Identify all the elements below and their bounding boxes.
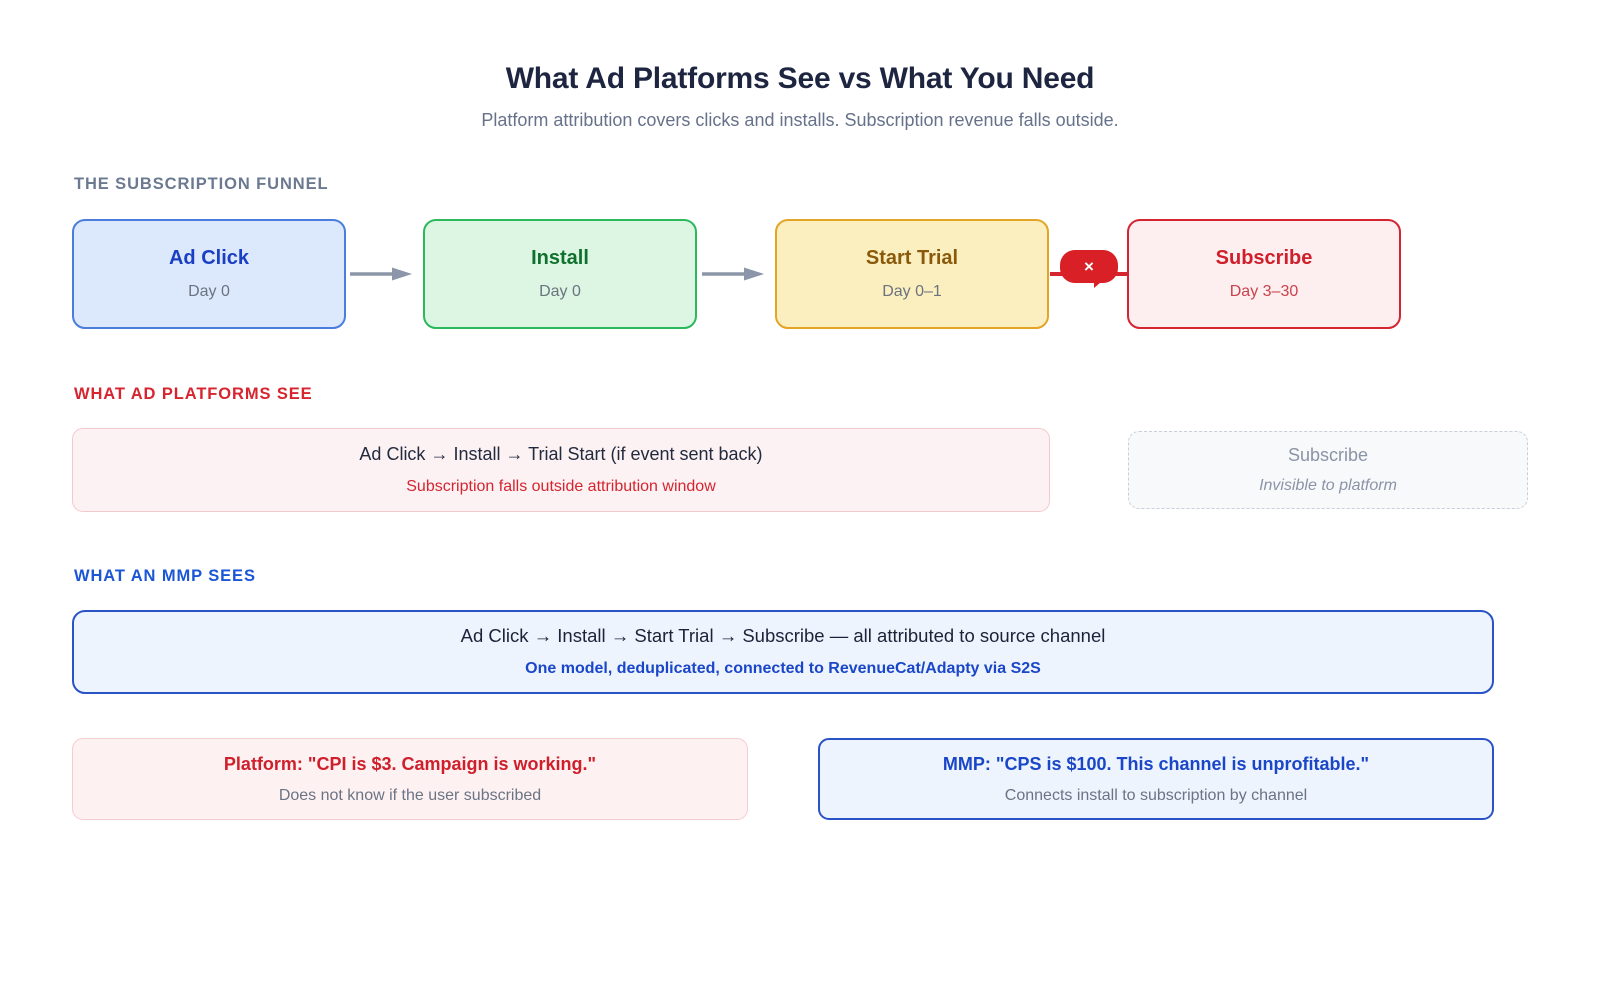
- funnel-step-title: Start Trial: [865, 247, 959, 269]
- funnel-step-title: Ad Click: [168, 247, 250, 269]
- section-label-mmp-sees: WHAT AN MMP SEES: [74, 567, 256, 585]
- funnel-step-ad-click[interactable]: Ad Click Day 0: [72, 219, 346, 329]
- funnel-step-timing: Day 0: [539, 283, 581, 300]
- platform-visible-card[interactable]: Ad Click → Install → Trial Start (if eve…: [72, 428, 1050, 512]
- platform-invisible-note: Invisible to platform: [1259, 477, 1397, 494]
- platform-visibility-row: Ad Click → Install → Trial Start (if eve…: [72, 428, 1528, 512]
- comparison-platform-headline: Platform: "CPI is $3. Campaign is workin…: [223, 753, 597, 774]
- comparison-row: Platform: "CPI is $3. Campaign is workin…: [72, 738, 1494, 820]
- platform-visible-note: Subscription falls outside attribution w…: [406, 478, 716, 495]
- mmp-chain: Ad Click → Install → Start Trial → Subsc…: [460, 624, 1106, 646]
- mmp-note: One model, deduplicated, connected to Re…: [525, 660, 1041, 678]
- funnel-step-start-trial[interactable]: Start Trial Day 0–1: [775, 219, 1049, 329]
- subscription-funnel: Ad Click Day 0 Install Day 0 Start Trial…: [72, 219, 1404, 329]
- comparison-mmp-sub: Connects install to subscription by chan…: [1004, 786, 1308, 804]
- arrow-right-icon: [702, 267, 764, 281]
- funnel-step-timing: Day 0–1: [882, 283, 942, 300]
- x-glyph: ×: [1084, 256, 1094, 276]
- section-label-platform-sees: WHAT AD PLATFORMS SEE: [74, 385, 313, 403]
- platform-invisible-card[interactable]: Subscribe Invisible to platform: [1128, 431, 1528, 509]
- funnel-step-title: Subscribe: [1215, 247, 1313, 269]
- page-subtitle: Platform attribution covers clicks and i…: [481, 110, 1119, 130]
- page-title: What Ad Platforms See vs What You Need: [505, 62, 1095, 95]
- mmp-card[interactable]: Ad Click → Install → Start Trial → Subsc…: [72, 610, 1494, 694]
- funnel-step-title: Install: [531, 247, 589, 269]
- funnel-step-timing: Day 3–30: [1229, 283, 1299, 300]
- platform-invisible-title: Subscribe: [1287, 445, 1369, 465]
- arrow-right-icon: [350, 267, 412, 281]
- comparison-mmp-headline: MMP: "CPS is $100. This channel is unpro…: [942, 753, 1370, 774]
- funnel-step-timing: Day 0: [188, 283, 230, 300]
- funnel-step-subscribe[interactable]: Subscribe Day 3–30: [1127, 219, 1401, 329]
- comparison-card-mmp[interactable]: MMP: "CPS is $100. This channel is unpro…: [818, 738, 1494, 820]
- comparison-platform-sub: Does not know if the user subscribed: [278, 786, 542, 804]
- funnel-step-install[interactable]: Install Day 0: [423, 219, 697, 329]
- header: What Ad Platforms See vs What You Need P…: [0, 0, 1600, 131]
- comparison-card-platform[interactable]: Platform: "CPI is $3. Campaign is workin…: [72, 738, 748, 820]
- platform-visible-chain: Ad Click → Install → Trial Start (if eve…: [359, 444, 763, 464]
- section-label-funnel: THE SUBSCRIPTION FUNNEL: [74, 175, 329, 193]
- blocked-x-icon: ×: [1060, 250, 1118, 283]
- attribution-break-connector: ×: [1050, 250, 1130, 288]
